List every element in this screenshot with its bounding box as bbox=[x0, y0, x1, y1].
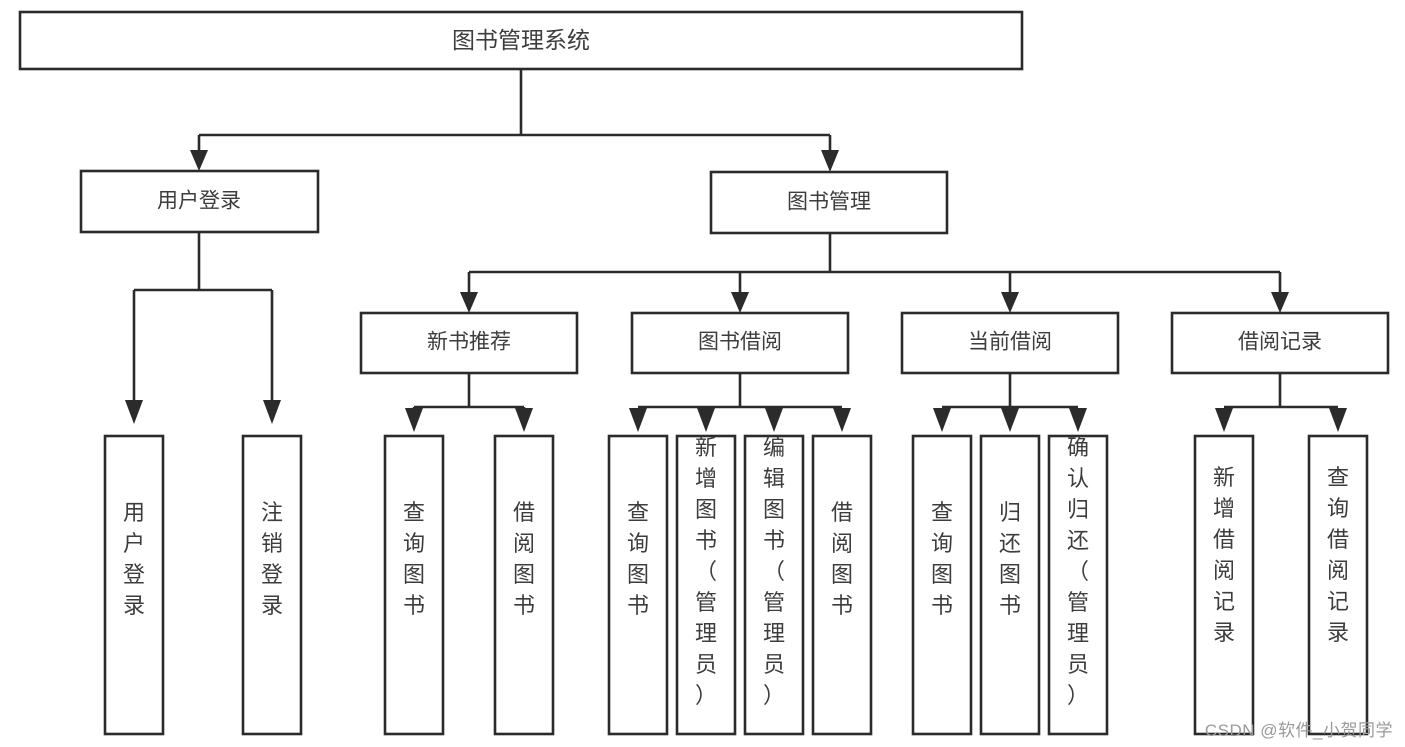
arrowhead-nb-leaf1 bbox=[405, 408, 423, 432]
node-root[interactable]: 图书管理系统 bbox=[18, 10, 1024, 71]
arrowhead-leaf-logout bbox=[263, 400, 281, 424]
leaf-bb-query-book-label: 查询图书 bbox=[627, 500, 649, 618]
arrowhead-nb-leaf2 bbox=[515, 408, 533, 432]
arrowhead-bb-leaf3 bbox=[765, 408, 783, 432]
leaf-nb-query-book-label: 查询图书 bbox=[403, 500, 425, 618]
leaf-br-add-record-label: 新增借阅记录 bbox=[1213, 465, 1235, 645]
arrowhead-cb-leaf1 bbox=[933, 408, 951, 432]
watermark-text: CSDN @软件_小贺同学 bbox=[1204, 721, 1393, 740]
leaf-br-add-record-box[interactable] bbox=[1193, 434, 1255, 736]
leaf-cb-return-book-box[interactable] bbox=[979, 434, 1041, 736]
leaf-nb-borrow-book[interactable]: 借阅图书 bbox=[493, 434, 555, 736]
arrowhead-bb-leaf4 bbox=[833, 408, 851, 432]
arrowhead-borrow-record bbox=[1271, 292, 1289, 313]
leaf-br-add-record[interactable]: 新增借阅记录 bbox=[1193, 434, 1255, 736]
leaf-logout-box[interactable] bbox=[241, 434, 303, 736]
leaf-cb-query-book-label: 查询图书 bbox=[931, 500, 953, 618]
leaf-nb-borrow-book-box[interactable] bbox=[493, 434, 555, 736]
leaf-bb-borrow-book-box[interactable] bbox=[811, 434, 873, 736]
arrowhead-current-borrow bbox=[1001, 292, 1019, 313]
arrowhead-new-book bbox=[460, 292, 478, 313]
leaf-cb-confirm-return[interactable]: 确认归还（管理员） bbox=[1047, 434, 1109, 736]
node-book-management[interactable]: 图书管理 bbox=[709, 170, 949, 235]
node-book-borrow[interactable]: 图书借阅 bbox=[630, 311, 850, 375]
node-current-borrow-box[interactable] bbox=[900, 311, 1120, 375]
leaf-logout-label: 注销登录 bbox=[261, 500, 283, 618]
leaf-logout[interactable]: 注销登录 bbox=[241, 434, 303, 736]
node-root-box[interactable] bbox=[18, 10, 1024, 71]
leaf-bb-borrow-book[interactable]: 借阅图书 bbox=[811, 434, 873, 736]
node-book-borrow-box[interactable] bbox=[630, 311, 850, 375]
node-book-borrow-label: 图书借阅 bbox=[698, 331, 782, 354]
arrowhead-user-login bbox=[190, 150, 208, 171]
node-new-book-recommend-label: 新书推荐 bbox=[427, 331, 511, 354]
leaf-cb-return-book[interactable]: 归还图书 bbox=[979, 434, 1041, 736]
leaf-user-login-label: 用户登录 bbox=[123, 500, 145, 618]
arrowhead-br-leaf1 bbox=[1215, 408, 1233, 432]
arrowhead-bb-leaf1 bbox=[629, 408, 647, 432]
leaf-bb-edit-book[interactable]: 编辑图书（管理员） bbox=[743, 434, 805, 736]
leaf-user-login-box[interactable] bbox=[103, 434, 165, 736]
node-current-borrow-label: 当前借阅 bbox=[968, 331, 1052, 354]
arrowhead-leaf-user-login bbox=[125, 400, 143, 424]
leaf-bb-query-book-box[interactable] bbox=[607, 434, 669, 736]
leaf-br-query-record[interactable]: 查询借阅记录 bbox=[1307, 434, 1369, 736]
node-new-book-recommend[interactable]: 新书推荐 bbox=[359, 311, 579, 375]
leaf-br-query-record-box[interactable] bbox=[1307, 434, 1369, 736]
leaf-nb-borrow-book-label: 借阅图书 bbox=[513, 500, 535, 618]
node-book-management-label: 图书管理 bbox=[787, 191, 871, 214]
node-borrow-record-label: 借阅记录 bbox=[1238, 331, 1322, 354]
connector-layer bbox=[125, 69, 1347, 432]
leaf-cb-return-book-label: 归还图书 bbox=[999, 500, 1021, 618]
node-current-borrow[interactable]: 当前借阅 bbox=[900, 311, 1120, 375]
leaf-cb-query-book-box[interactable] bbox=[911, 434, 973, 736]
arrowhead-bb-leaf2 bbox=[697, 408, 715, 432]
node-new-book-recommend-box[interactable] bbox=[359, 311, 579, 375]
leaf-nb-query-book-box[interactable] bbox=[383, 434, 445, 736]
leaf-bb-edit-book-box[interactable] bbox=[743, 434, 805, 736]
arrowhead-br-leaf2 bbox=[1329, 408, 1347, 432]
node-user-login[interactable]: 用户登录 bbox=[79, 169, 320, 234]
node-root-label: 图书管理系统 bbox=[452, 27, 590, 53]
node-book-management-box[interactable] bbox=[709, 170, 949, 235]
node-borrow-record-box[interactable] bbox=[1170, 311, 1390, 375]
leaf-bb-query-book[interactable]: 查询图书 bbox=[607, 434, 669, 736]
leaf-bb-add-book-label: 新增图书（管理员） bbox=[695, 435, 717, 708]
leaf-cb-confirm-return-label: 确认归还（管理员） bbox=[1067, 435, 1089, 708]
node-user-login-label: 用户登录 bbox=[157, 190, 241, 213]
arrowhead-cb-leaf2 bbox=[1001, 408, 1019, 432]
leaf-bb-add-book-box[interactable] bbox=[675, 434, 737, 736]
arrowhead-book-borrow bbox=[731, 292, 749, 313]
leaf-nb-query-book[interactable]: 查询图书 bbox=[383, 434, 445, 736]
leaf-user-login[interactable]: 用户登录 bbox=[103, 434, 165, 736]
leaf-bb-edit-book-label: 编辑图书（管理员） bbox=[763, 435, 785, 708]
leaf-bb-borrow-book-label: 借阅图书 bbox=[831, 500, 853, 618]
node-borrow-record[interactable]: 借阅记录 bbox=[1170, 311, 1390, 375]
leaf-cb-confirm-return-box[interactable] bbox=[1047, 434, 1109, 736]
arrowhead-cb-leaf3 bbox=[1069, 408, 1087, 432]
node-user-login-box[interactable] bbox=[79, 169, 320, 234]
leaf-br-query-record-label: 查询借阅记录 bbox=[1327, 465, 1349, 645]
leaf-cb-query-book[interactable]: 查询图书 bbox=[911, 434, 973, 736]
arrowhead-book-mgmt bbox=[821, 150, 839, 172]
leaf-bb-add-book[interactable]: 新增图书（管理员） bbox=[675, 434, 737, 736]
